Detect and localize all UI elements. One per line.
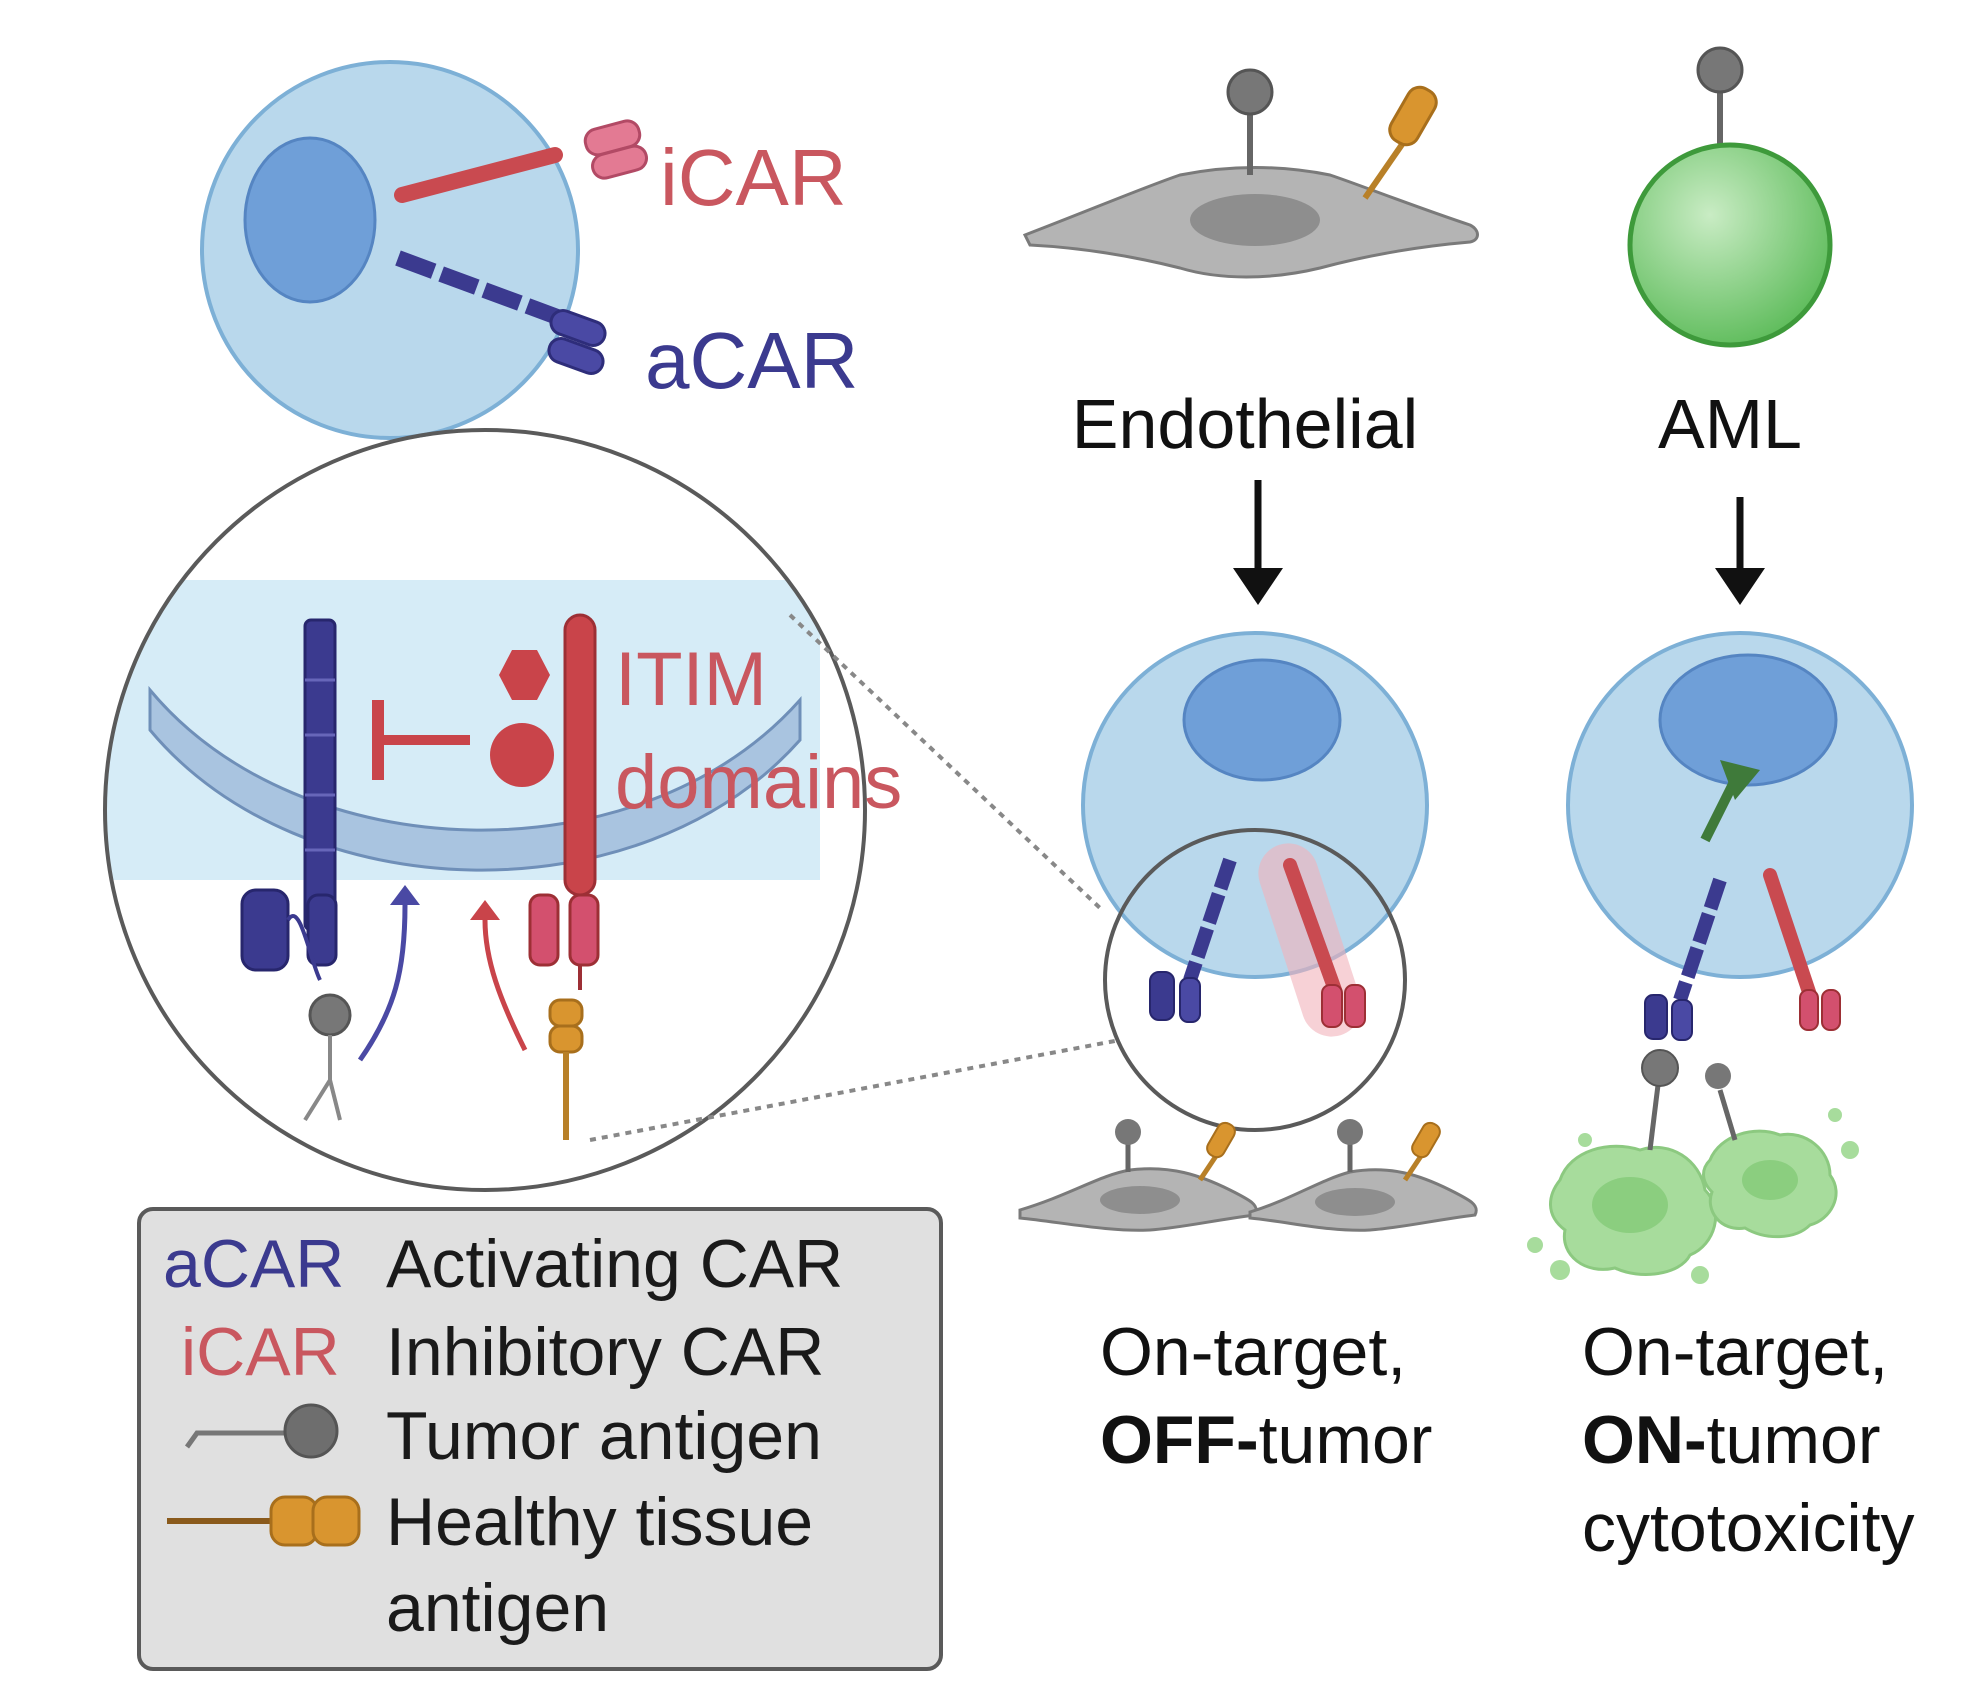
car-t-cell-top <box>200 60 648 440</box>
tumor-antigen-icon <box>184 1403 339 1459</box>
car-t-cell-off-tumor <box>1081 631 1429 1132</box>
on-tumor-line3: cytotoxicity <box>1582 1490 1915 1566</box>
endothelial-label: Endothelial <box>1072 385 1418 463</box>
itim-label-line1: ITIM <box>615 637 767 722</box>
aml-label: AML <box>1658 385 1802 463</box>
acar-label: aCAR <box>645 316 858 405</box>
legend-healthy-desc-2: antigen <box>386 1570 610 1646</box>
itim-label-line2: domains <box>615 740 902 825</box>
arrow-down-icon <box>1715 497 1765 605</box>
healthy-antigen-icon <box>167 1495 361 1547</box>
arrow-down-icon <box>1233 480 1283 605</box>
off-tumor-line1: On-target, <box>1100 1314 1406 1390</box>
lysed-aml-cells-icon <box>1527 1049 1859 1284</box>
endothelial-cells-bottom-icon <box>1018 1119 1478 1232</box>
aml-cell-icon <box>1627 46 1833 348</box>
endothelial-cell-icon <box>1022 68 1479 279</box>
zoom-inset <box>103 428 867 1192</box>
car-t-cell-on-tumor <box>1566 631 1914 1041</box>
zoom-line-bottom <box>589 1038 1121 1142</box>
off-tumor-line2: OFF-tumor <box>1100 1402 1432 1478</box>
legend-tumor-desc: Tumor antigen <box>386 1398 822 1474</box>
off-rest: tumor <box>1259 1402 1433 1478</box>
legend-acar-key: aCAR <box>163 1226 345 1302</box>
legend-acar-desc: Activating CAR <box>386 1226 844 1302</box>
icar-scfv-icon <box>583 119 648 180</box>
on-bold: ON- <box>1582 1402 1707 1478</box>
on-rest: tumor <box>1707 1402 1881 1478</box>
legend-healthy-desc-1: Healthy tissue <box>386 1484 814 1560</box>
icar-label: iCAR <box>660 133 847 222</box>
on-tumor-line1: On-target, <box>1582 1314 1888 1390</box>
off-bold: OFF- <box>1100 1402 1259 1478</box>
acar-stalk-icon <box>395 250 607 375</box>
legend-box: aCAR Activating CAR iCAR Inhibitory CAR … <box>137 1207 943 1671</box>
legend-icar-desc: Inhibitory CAR <box>386 1314 825 1390</box>
on-tumor-line2: ON-tumor <box>1582 1402 1880 1478</box>
legend-icar-key: iCAR <box>181 1314 340 1390</box>
